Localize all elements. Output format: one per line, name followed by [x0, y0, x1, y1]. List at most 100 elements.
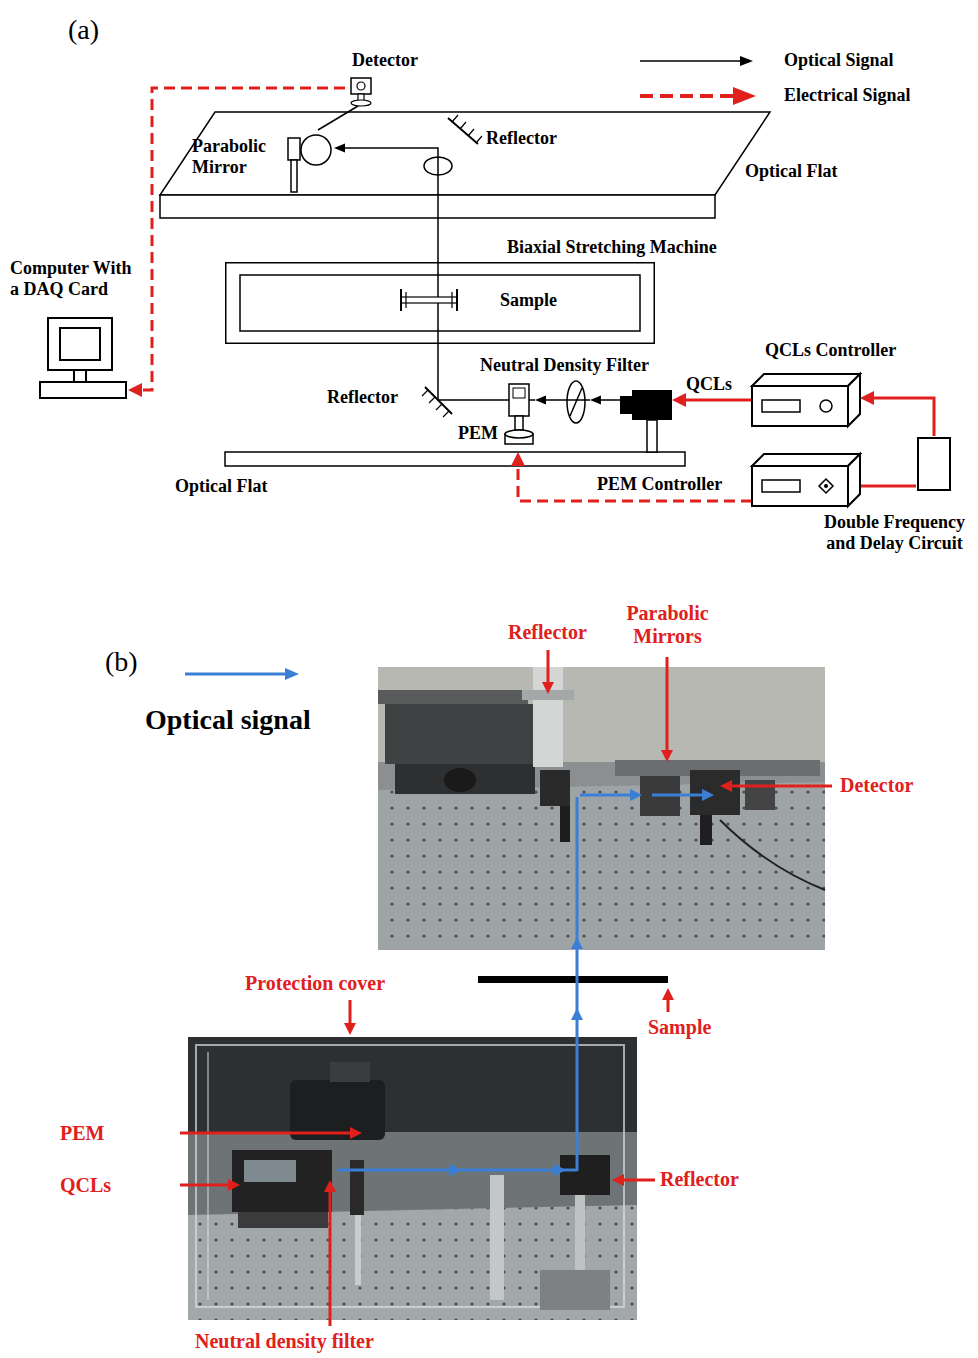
- electrical-connector: [860, 486, 916, 487]
- controller-icon: [848, 374, 860, 426]
- callout-label: QCLs: [60, 1174, 111, 1197]
- controller-icon: [752, 386, 848, 426]
- connector-line: [437, 312, 439, 378]
- detector-icon: [345, 76, 377, 106]
- leader-arrow: [329, 1190, 332, 1326]
- circuit-icon: [918, 438, 950, 490]
- setup-photo: [720, 820, 825, 890]
- optical-connector: [318, 106, 358, 130]
- node-label: Reflector: [486, 128, 557, 149]
- sample-bar: [478, 976, 668, 983]
- electrical-connector: [128, 88, 345, 397]
- callout-label: Detector: [840, 774, 913, 797]
- sample-icon: [398, 288, 460, 312]
- setup-photo: [188, 1037, 637, 1320]
- setup-photo: [188, 1205, 637, 1320]
- optical-path: [576, 797, 579, 1171]
- leader-arrow: [622, 1179, 655, 1182]
- parabolic-mirror-icon: Parabolic Mirror: [288, 130, 334, 192]
- optical-path: [554, 1164, 566, 1176]
- setup-photo: [560, 806, 570, 842]
- setup-photo: [196, 1045, 624, 1307]
- setup-photo: [330, 1062, 370, 1082]
- laser-icon: [632, 390, 672, 420]
- node-label: Parabolic Mirror: [192, 136, 292, 177]
- leader-arrow: [344, 1023, 356, 1035]
- pem-icon: [513, 388, 525, 398]
- legend-sample-electrical: [640, 94, 733, 98]
- circuit-icon: [916, 436, 952, 492]
- connector-line: [344, 147, 422, 149]
- arrow-head: [511, 452, 525, 466]
- node-label: Double Frequency and Delay Circuit: [812, 512, 977, 553]
- setup-photo: [188, 1037, 637, 1320]
- setup-photo: [540, 1270, 610, 1310]
- sample-icon: [401, 297, 457, 303]
- legend-text: Optical Signal: [784, 50, 894, 71]
- setup-photo: [490, 1175, 504, 1300]
- optical-connector: [590, 396, 620, 405]
- optical-path: [450, 1164, 462, 1176]
- optical-path: [571, 1008, 583, 1020]
- optical-path: [580, 794, 632, 797]
- reflector-icon: [425, 387, 452, 414]
- computer-icon: [74, 370, 86, 382]
- controller-icon: QCLs Controller: [752, 372, 860, 426]
- controller-icon: [752, 452, 860, 506]
- leader-arrow: [542, 682, 554, 694]
- pem-icon: [505, 430, 533, 438]
- optical-connector: [535, 396, 562, 405]
- setup-photo: [188, 1037, 637, 1132]
- circuit-icon: Double Frequency and Delay Circuit: [916, 436, 952, 492]
- controller-icon: [848, 454, 860, 506]
- arrow-head: [590, 396, 601, 405]
- legend-text: Electrical Signal: [784, 85, 910, 106]
- detector-icon: [351, 100, 371, 106]
- setup-photo: [378, 667, 825, 950]
- sample-icon: [400, 289, 402, 311]
- reflector-icon: [422, 114, 482, 182]
- legend-sample-optical: [640, 60, 741, 62]
- callout-label: Reflector: [660, 1168, 739, 1191]
- laser-icon: QCLs: [620, 388, 672, 428]
- optical-flat: [160, 112, 770, 218]
- legend-sample-electrical: [733, 87, 756, 105]
- filter-icon: [567, 381, 585, 423]
- legend-sample-optical-blue: [185, 668, 299, 680]
- arrow-head: [128, 383, 142, 397]
- node-label: Biaxial Stretching Machine: [507, 237, 717, 258]
- node-label: QCLs Controller: [765, 340, 896, 361]
- callout-label: Reflector: [508, 621, 587, 644]
- leader-arrow: [324, 1180, 336, 1192]
- electrical-connector: [672, 393, 752, 407]
- leader-arrow: [730, 785, 832, 788]
- node-label: Sample: [500, 290, 557, 311]
- arrow-head: [334, 144, 345, 153]
- parabolic-mirror-icon: [288, 130, 334, 192]
- stretching-machine-box: Biaxial Stretching MachineSample: [225, 262, 655, 344]
- computer-icon: Computer With a DAQ Card: [38, 316, 128, 402]
- legend-sample-optical-blue: [185, 673, 286, 676]
- computer-icon: [38, 316, 128, 402]
- leader-arrow: [350, 1127, 362, 1139]
- connector-line: [545, 399, 562, 401]
- part-label: Optical Flat: [175, 476, 268, 497]
- parabolic-mirror-icon: [301, 135, 331, 165]
- callout-label: Protection cover: [245, 972, 385, 995]
- setup-photo: [244, 1160, 296, 1182]
- laser-icon: [620, 396, 633, 414]
- leader-arrow: [180, 1184, 230, 1187]
- setup-photo: [290, 1080, 385, 1140]
- detector-icon: [357, 82, 365, 90]
- optical-connector: [460, 400, 503, 401]
- connector-line: [141, 88, 345, 390]
- stretching-machine-box: [226, 263, 655, 344]
- optical-path: [702, 789, 714, 801]
- optical-connector: [438, 312, 439, 378]
- reflector-icon: [452, 115, 482, 143]
- detector-icon: [351, 78, 371, 94]
- reflector-icon: Reflector: [422, 114, 482, 182]
- setup-photo: [560, 1155, 610, 1195]
- setup-photo: [378, 667, 825, 950]
